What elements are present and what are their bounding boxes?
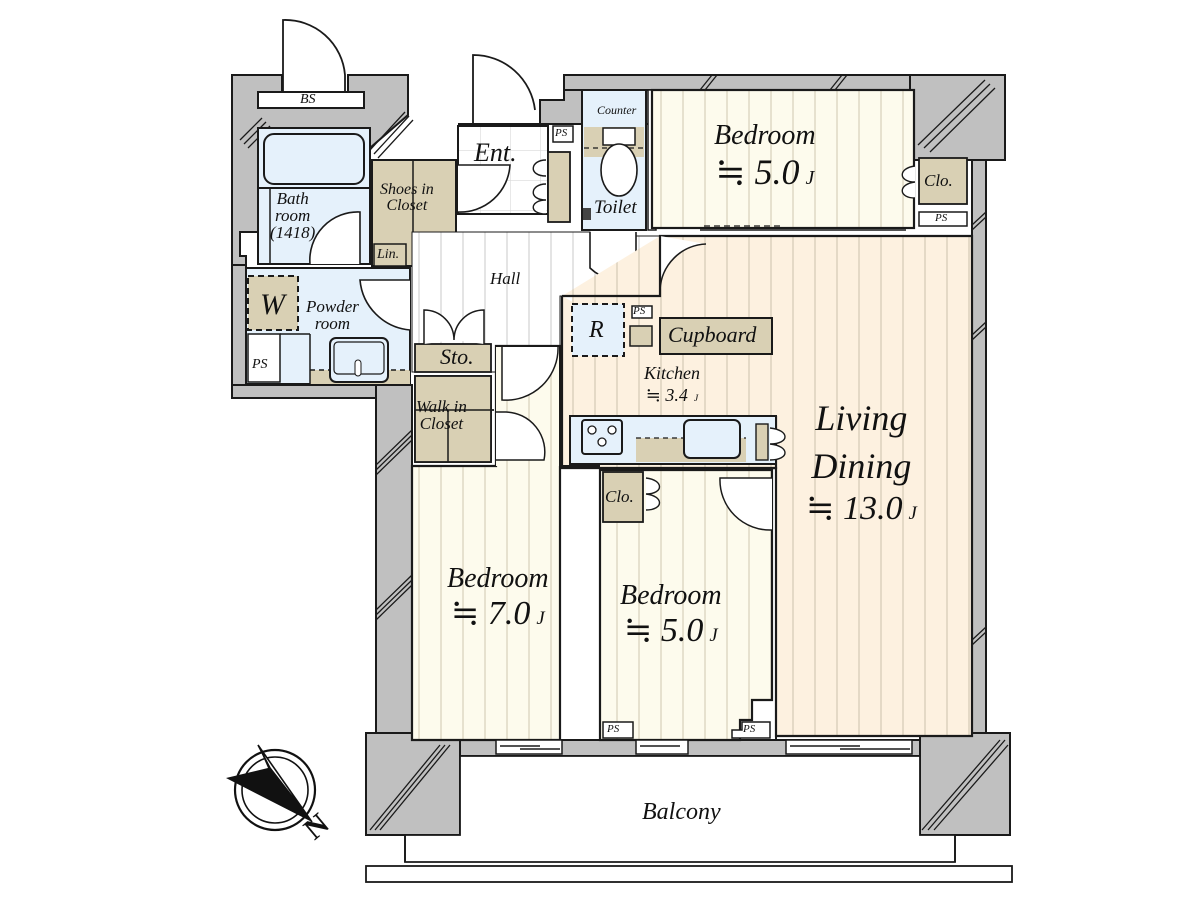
bedroom-middle-name: Bedroom [620,580,722,611]
ps-powder-label: PS [252,357,268,372]
refrigerator-space [572,304,624,356]
ps-north-label: PS [935,212,948,224]
shoes-closet-label: Shoes in Closet [380,182,434,214]
living-name: Living [815,398,908,438]
bedroom-west-name: Bedroom [447,563,549,594]
area-unit: J [709,625,718,646]
toilet-label: Toilet [594,197,637,218]
approx-symbol: ≒ [806,490,835,527]
bedroom-north-name: Bedroom [714,120,816,151]
area-value: 5.0 [754,152,800,192]
walk-in-closet-label: Walk in Closet [416,398,467,432]
toilet-bowl [600,143,638,197]
area-value: 5.0 [660,612,704,649]
approx-symbol: ≒ [623,612,653,649]
dining-name: Dining [811,446,912,486]
ps-north-box [918,211,968,227]
bath-room-name: Bath [276,189,309,208]
linen-label: Lin. [377,247,400,262]
kitchen-label: Kitchen ≒ 3.4 J [644,364,700,404]
counter-label: Counter [597,103,637,117]
shoes-closet-name2: Closet [386,197,428,214]
cupboard-unit [659,317,773,355]
storage-label: Sto. [440,344,474,369]
bath-room-label: Bath room (1418) [270,190,315,241]
compass-icon [226,744,317,832]
walk-in-closet-name: Walk in [416,397,467,416]
powder-room-name: Powder [306,297,359,316]
area-unit: J [693,393,699,404]
area-value: 13.0 [843,490,903,527]
ps-kitchen-box [631,305,653,319]
bathtub [263,133,365,185]
closet-north [918,157,968,205]
bs-label: BS [300,92,316,107]
balcony-railing [365,865,1013,883]
cupboard-label: Cupboard [668,322,757,347]
shoe-cabinet [547,151,571,223]
bs-box [257,91,365,109]
area-value: 3.4 [665,385,688,405]
ps-south-2-label: PS [743,723,756,735]
powder-room-name2: room [314,314,351,333]
closet-middle-label: Clo. [605,487,634,506]
ps-powder-box [247,333,281,383]
closet-north-label: Clo. [924,171,953,190]
ps-entrance-label: PS [555,127,568,139]
bedroom-north [650,88,916,230]
entrance-label: Ent. [474,138,517,167]
linen-closet [373,243,407,267]
kitchen-area: ≒ 3.4 J [644,386,700,404]
approx-symbol: ≒ [450,595,480,632]
south-windows [495,739,913,755]
area-unit: J [805,167,815,189]
hall-label: Hall [490,269,521,288]
bath-room-name2: room [275,206,311,225]
ps-south-1-box [602,721,634,739]
kitchen-name: Kitchen [644,363,700,383]
powder-room-label: Powder room [306,298,359,332]
refrigerator-label: R [589,317,604,343]
wall-hatches [239,74,1009,831]
area-unit: J [536,608,545,629]
closet-middle [602,471,644,523]
walk-in-closet-name2: Closet [419,414,464,433]
balcony-label: Balcony [642,799,721,825]
washer-space [248,276,298,330]
approx-symbol: ≒ [715,152,746,192]
ps-south-1-label: PS [607,723,620,735]
kitchen-sink [683,419,741,459]
outside-doors [282,19,536,125]
shoes-closet-name: Shoes in [380,181,434,198]
area-unit: J [908,503,917,524]
washer-label: W [260,288,285,321]
stove [581,419,623,455]
storage-closet [414,343,492,373]
area-value: 7.0 [487,595,531,632]
bath-room-code: (1418) [270,223,316,242]
ps-kitchen-label: PS [633,305,646,317]
ps-entrance-box [552,125,574,143]
approx-symbol: ≒ [645,385,661,405]
ps-south-2-box [731,721,771,739]
